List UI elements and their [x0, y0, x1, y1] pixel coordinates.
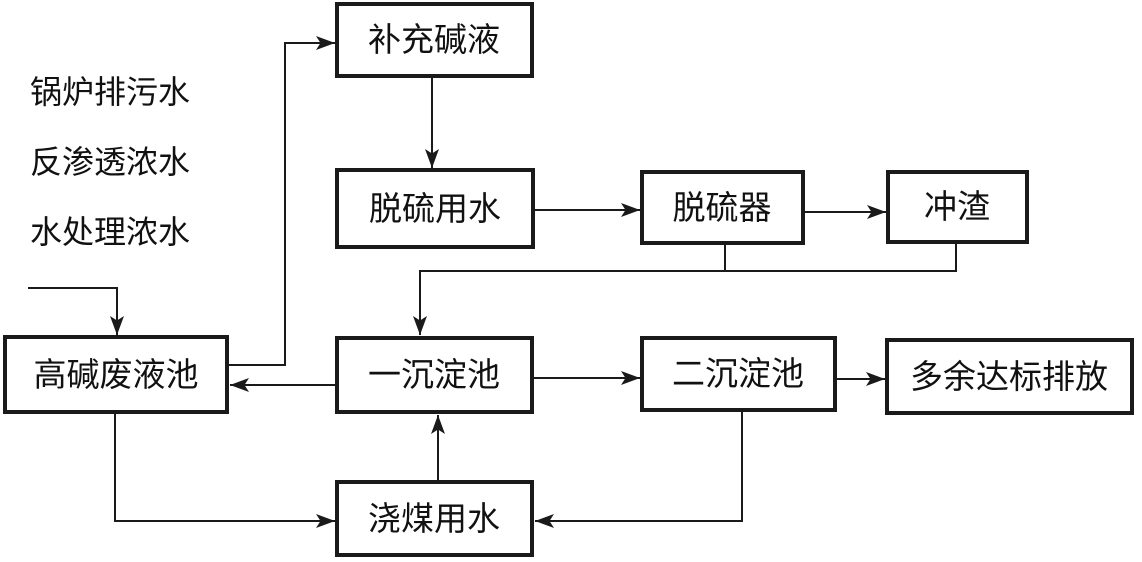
node-box — [640, 336, 837, 412]
node-high-alkali-waste-pool: 高碱废液池 — [3, 335, 229, 414]
node-box — [886, 170, 1029, 244]
edge-inputs-to-high-alkali-pool — [28, 287, 124, 335]
node-primary-sedimentation: 一沉淀池 — [335, 336, 534, 414]
node-box — [335, 336, 534, 414]
node-label: 高碱废液池 — [34, 357, 199, 394]
node-label: 补充碱液 — [368, 22, 500, 59]
node-label: 脱硫器 — [673, 190, 772, 227]
node-box — [640, 170, 805, 245]
node-secondary-sedimentation: 二沉淀池 — [640, 336, 837, 412]
node-desulfurizer: 脱硫器 — [640, 170, 805, 245]
node-label: 脱硫用水 — [369, 191, 501, 228]
edge-collector-to-primary-sedimentation — [413, 242, 957, 335]
node-coal-watering: 浇煤用水 — [335, 480, 534, 557]
node-box — [335, 480, 534, 557]
node-excess-standard-discharge: 多余达标排放 — [885, 338, 1134, 415]
node-box — [335, 2, 534, 78]
node-slag-flushing: 冲渣 — [886, 170, 1029, 244]
input-label-ro-concentrate-water: 反渗透浓水 — [30, 144, 190, 180]
node-box — [3, 335, 229, 414]
input-label-water-treatment-concentrate: 水处理浓水 — [30, 214, 190, 250]
node-label: 二沉淀池 — [672, 356, 804, 393]
node-label: 冲渣 — [924, 189, 990, 226]
edge-high-alkali-pool-to-coal-watering — [114, 412, 335, 528]
edge-high-alkali-pool-to-supplement-alkali — [227, 36, 335, 366]
node-label: 一沉淀池 — [368, 357, 500, 394]
node-label: 多余达标排放 — [910, 359, 1108, 396]
node-supplement-alkali: 补充碱液 — [335, 2, 534, 78]
node-label: 浇煤用水 — [368, 501, 500, 538]
node-box — [335, 168, 535, 249]
edge-secondary-sedimentation-to-coal-watering — [535, 410, 743, 528]
node-box — [885, 338, 1134, 415]
node-desulfurization-water: 脱硫用水 — [335, 168, 535, 249]
input-label-boiler-blowdown-water: 锅炉排污水 — [30, 74, 190, 110]
